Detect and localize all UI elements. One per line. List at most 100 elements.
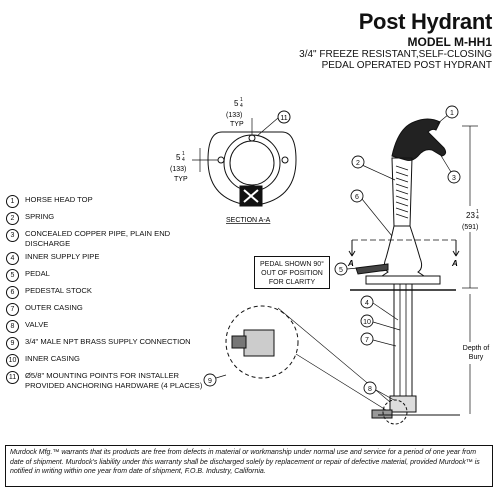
height-dim-frac-den: 4 [476,215,479,221]
horse-head-top [391,118,447,161]
mounting-hole-left [217,156,225,164]
legend-number: 10 [6,354,19,368]
legend-item: 1 HORSE HEAD TOP [6,195,216,208]
callout-1-circle [445,105,459,119]
legend-text: OUTER CASING [25,303,83,313]
dim-top-mm: (133) [226,112,242,119]
callout-10-label: 10 [363,319,371,326]
dim-top-whole: 5 [234,99,239,108]
callout-5-circle [334,262,348,276]
dim-top-frac-den: 4 [240,103,243,109]
pedal-note-line-2: OUT OF POSITION [261,270,323,277]
callout-10-circle [360,314,374,328]
legend-item: 10 INNER CASING [6,354,216,368]
dim-left-frac-den: 4 [182,157,185,163]
supply-connection-detail [215,305,391,411]
callout-11-circle [277,110,291,124]
legend-item: 6 PEDESTAL STOCK [6,286,216,300]
dim-top-typ: TYP [230,121,244,128]
legend-text: CONCEALED COPPER PIPE, PLAIN END DISCHAR… [25,229,171,248]
legend-text: INNER CASING [25,354,80,364]
legend-text: SPRING [25,212,55,221]
legend-item: 8 VALVE [6,320,216,334]
depth-label-2: Bury [469,354,484,361]
section-mark-left: A [347,259,354,268]
legend-text: INNER SUPPLY PIPE [25,252,100,262]
flange-outer-ring [223,134,281,192]
callout-3-circle [447,170,461,184]
callout-5-label: 5 [339,267,343,274]
dim-top-frac-num: 1 [240,97,243,103]
callout-8-circle [363,381,377,395]
supply-connection [371,409,393,419]
model-number: MODEL M-HH1 [407,35,492,49]
pedal-note-box: PEDAL SHOWN 90° OUT OF POSITION FOR CLAR… [254,256,330,289]
height-dim-mm: (591) [462,224,478,231]
pedal-note-line-1: PEDAL SHOWN 90° [259,261,324,268]
legend-item: 2 SPRING [6,212,216,225]
legend-item: 9 3/4" MALE NPT BRASS SUPPLY CONNECTION [6,337,216,351]
legend-number: 7 [6,303,19,317]
spring-coils [395,165,409,219]
section-label: SECTION A-A [226,217,271,224]
legend-text: PEDAL [25,269,50,279]
dim-left-typ: TYP [174,176,188,183]
callout-9-label: 9 [208,378,212,385]
legend-item: 4 INNER SUPPLY PIPE [6,252,216,266]
callout-8-label: 8 [368,386,372,393]
callout-4-label: 4 [365,300,369,307]
legend-number: 9 [6,337,19,351]
callout-3-label: 3 [452,175,456,182]
legend-item: 7 OUTER CASING [6,303,216,317]
callout-1-label: 1 [450,110,454,117]
subtitle-line-2: PEDAL OPERATED POST HYDRANT [321,60,492,71]
callout-2-circle [351,155,365,169]
callout-6-label: 6 [355,194,359,201]
callout-7-label: 7 [365,337,369,344]
callout-7-circle [360,332,374,346]
dim-left-whole: 5 [176,153,181,162]
elevation-callouts [203,105,461,401]
outer-casing [393,283,413,407]
legend-item: 5 PEDAL [6,269,216,283]
legend-number: 6 [6,286,19,300]
callout-9-circle [203,373,217,387]
valve-body [389,395,417,413]
legend-item: 3 CONCEALED COPPER PIPE, PLAIN END DISCH… [6,229,216,248]
document-header: Post Hydrant MODEL M-HH1 3/4" FREEZE RES… [299,9,493,72]
legend-text: VALVE [25,320,49,330]
callout-4-circle [360,295,374,309]
section-a-a-view [192,110,297,207]
legend-text: Ø5/8" MOUNTING POINTS FOR INSTALLER PROV… [25,371,203,390]
legend-number: 3 [6,229,19,242]
callout-6-circle [350,189,364,203]
page-title: Post Hydrant [358,9,493,34]
pedal [355,263,389,275]
flange-inner-ring [229,140,275,186]
height-dim-frac-num: 1 [476,209,479,215]
base-flange [365,275,441,285]
legend-number: 11 [6,371,19,385]
hydrant-elevation [348,118,478,425]
legend-number: 4 [6,252,19,266]
legend-number: 5 [6,269,19,283]
callout-2-label: 2 [356,160,360,167]
section-mark-right: A [451,259,458,268]
warranty-footer: Murdock Mfg.™ warrants that its products… [5,445,493,487]
pedal-note-line-3: FOR CLARITY [268,279,316,286]
dim-left-mm: (133) [170,166,186,173]
legend-number: 1 [6,195,19,208]
legend-number: 2 [6,212,19,225]
parts-legend: 1 HORSE HEAD TOP 2 SPRING 3 CONCEALED CO… [6,195,216,394]
dim-left-frac-num: 1 [182,151,185,157]
legend-number: 8 [6,320,19,334]
legend-item: 11 Ø5/8" MOUNTING POINTS FOR INSTALLER P… [6,371,216,390]
mounting-hole-right [281,156,289,164]
legend-text: HORSE HEAD TOP [25,195,93,204]
detail-circle-valve [382,399,408,425]
depth-label-1: Depth of [463,345,490,352]
subtitle-line-1: 3/4" FREEZE RESISTANT,SELF-CLOSING [299,49,492,60]
legend-text: 3/4" MALE NPT BRASS SUPPLY CONNECTION [25,337,191,347]
legend-text: PEDESTAL STOCK [25,286,92,296]
height-dim-whole: 23 [466,211,475,220]
